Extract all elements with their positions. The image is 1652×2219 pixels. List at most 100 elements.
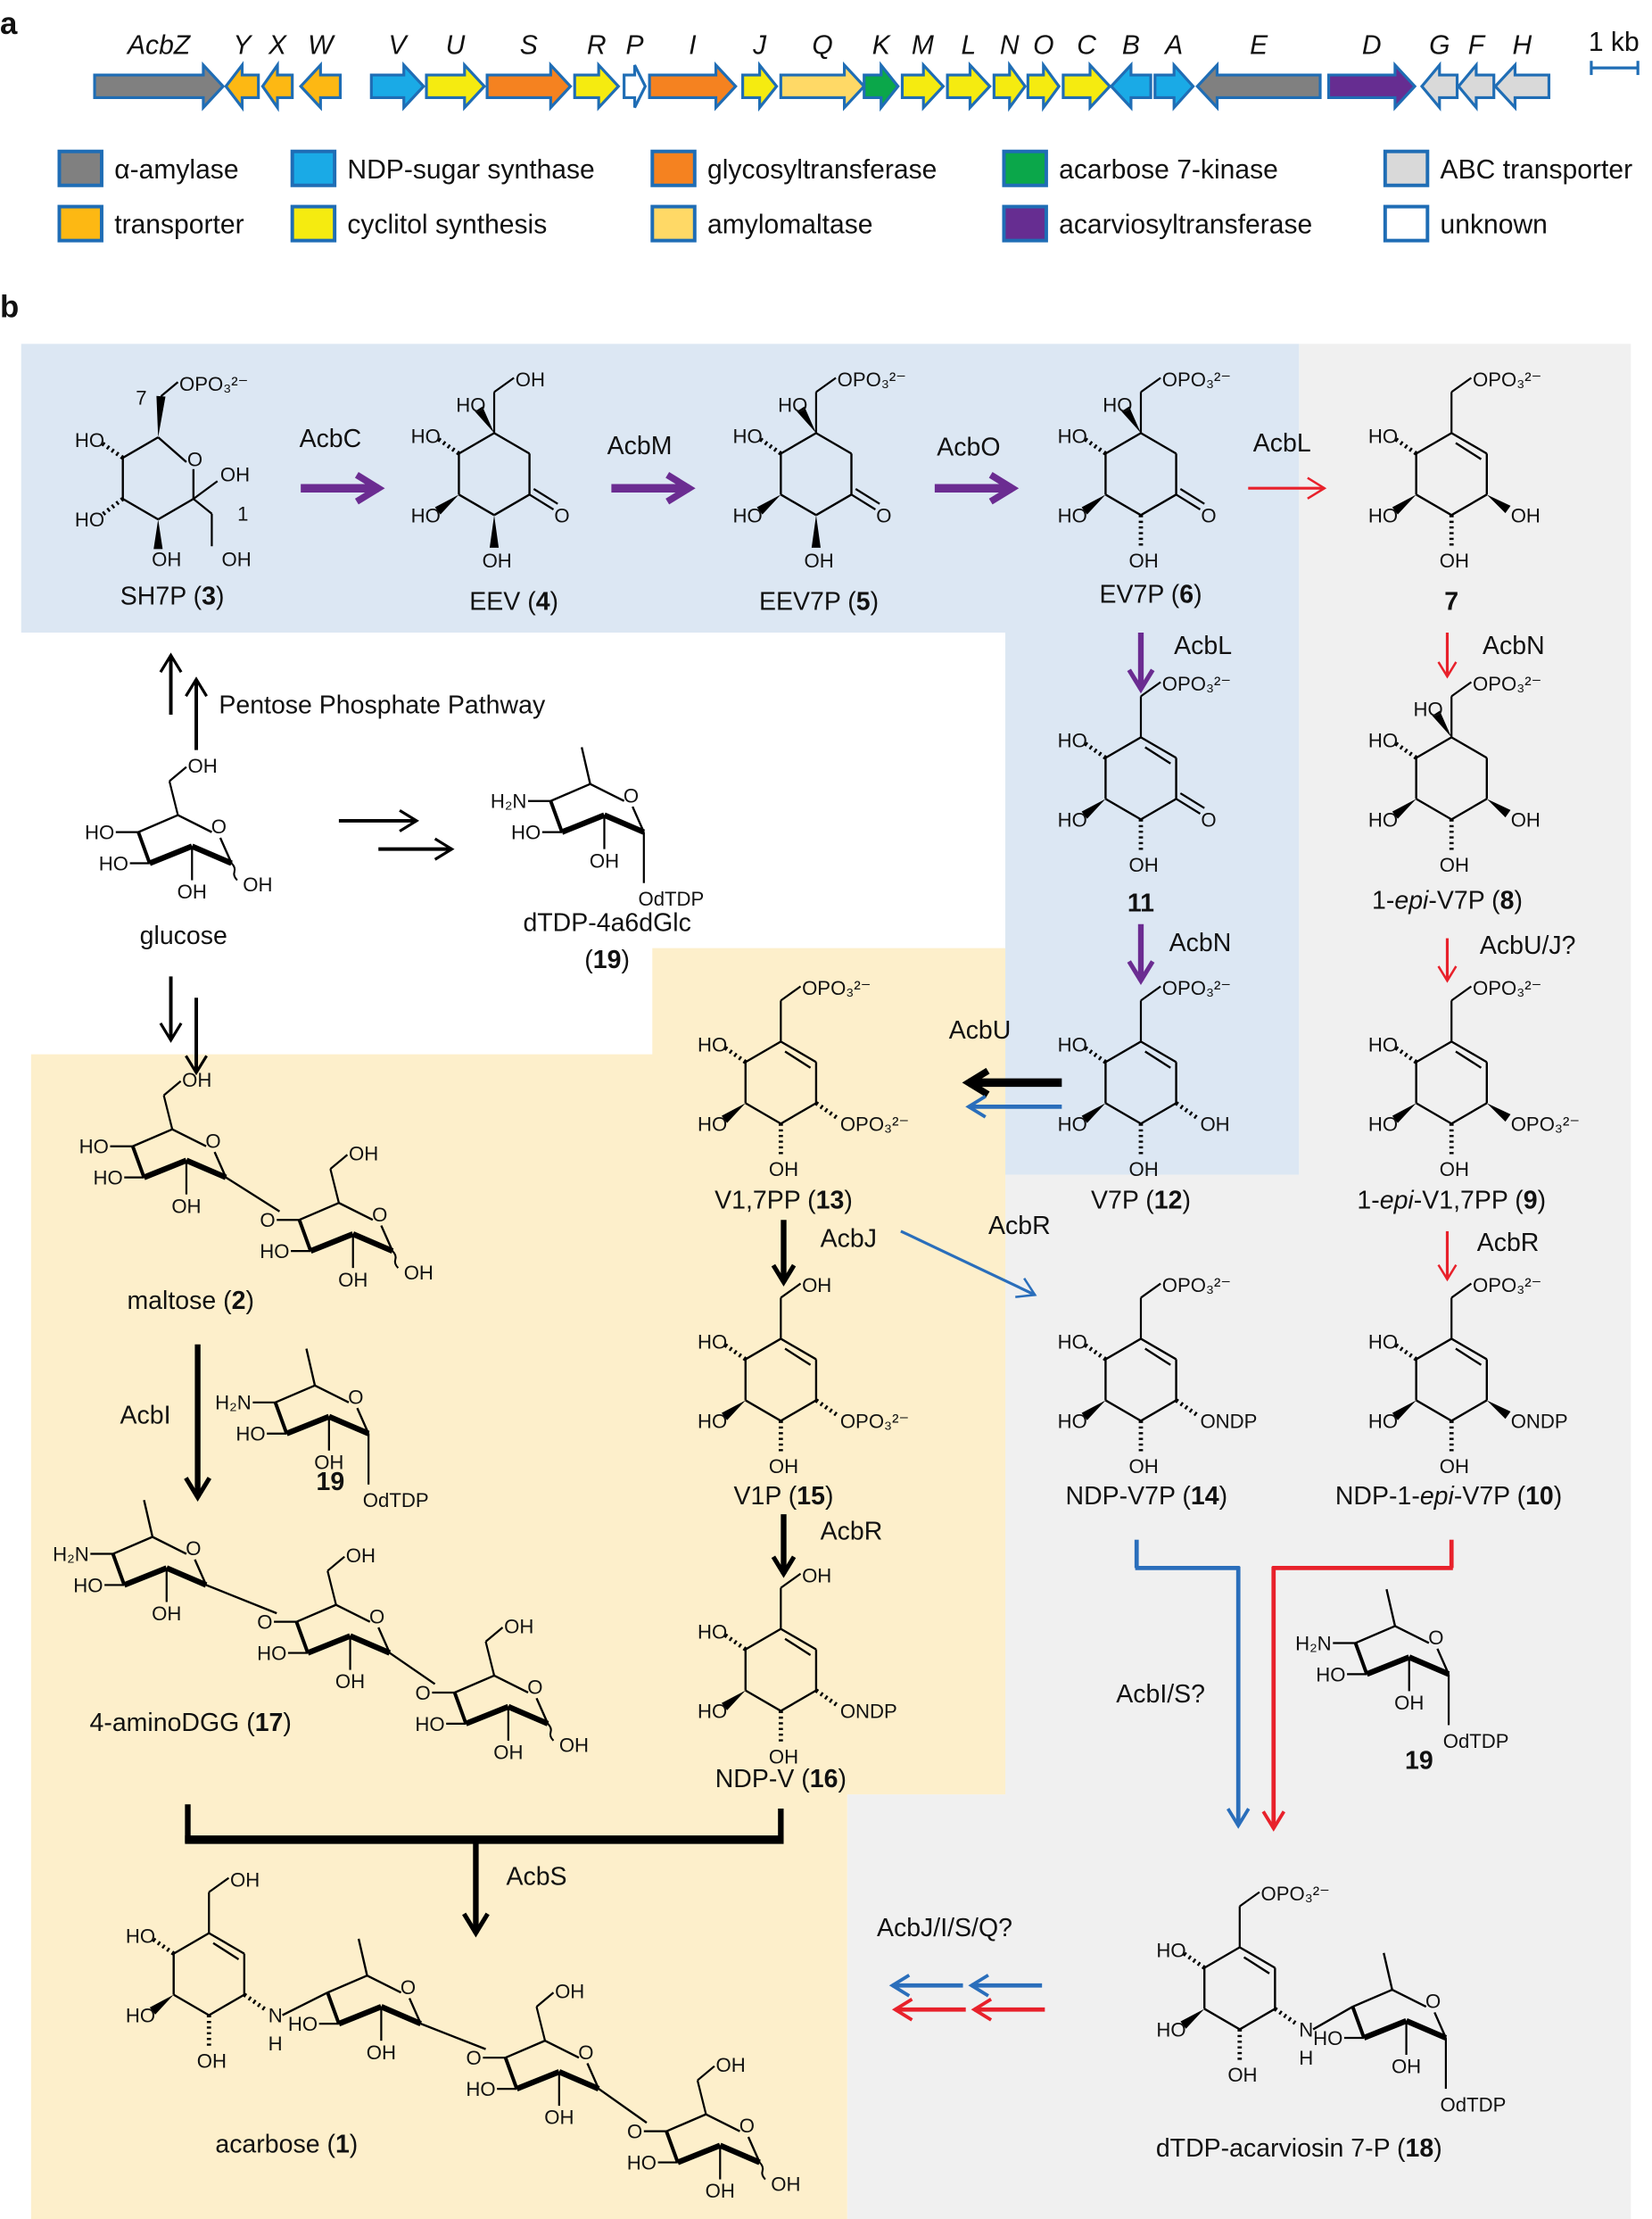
- substituent-c3: HO: [1316, 1663, 1345, 1685]
- label-part: ): [216, 582, 224, 610]
- ring-bond-bold: [1362, 2018, 1408, 2041]
- hashed-bond: [243, 1992, 267, 2012]
- wedge-bond: [1081, 494, 1106, 515]
- gene-arrow-acbz: [93, 61, 226, 112]
- substituent-ul: HO: [1058, 1033, 1087, 1056]
- legend-label-transporter: transporter: [114, 211, 244, 240]
- ring-bond: [136, 831, 152, 865]
- arrow-acbs: [462, 1839, 490, 1938]
- substituent-bottom: OH: [769, 1745, 798, 1768]
- compound-label-c7: 7: [1444, 588, 1458, 617]
- label-part: 19: [1405, 1747, 1433, 1776]
- substituent-top: OPO₃²⁻: [1261, 1883, 1330, 1905]
- label-part: dTDP-4a6dGlc: [523, 909, 690, 938]
- compound-label-19-right: 19: [1405, 1747, 1433, 1776]
- ring-bond-bold: [191, 843, 233, 866]
- bond: [535, 2006, 547, 2041]
- ring-bond-bold: [123, 1565, 168, 1588]
- wedge-bond: [156, 395, 166, 438]
- ring-bond: [549, 782, 591, 802]
- arrowhead: [771, 1555, 797, 1578]
- ring-bond: [1416, 1399, 1452, 1422]
- substituent-c1: OdTDP: [638, 888, 704, 910]
- wedge-bond: [434, 494, 459, 515]
- wedge-bond: [721, 1103, 746, 1123]
- substituent-ul: HO: [698, 1331, 727, 1354]
- label-part: 14: [1191, 1482, 1219, 1511]
- legend-label-ndp_sugar: NDP-sugar synthase: [347, 155, 594, 185]
- arrow-acbjisq-red-1: [971, 1998, 1045, 2022]
- ring-bond-bold: [285, 1413, 330, 1437]
- gene-label-d: D: [1362, 30, 1382, 60]
- hashed-bond: [1083, 1045, 1107, 1064]
- gene-label-c: C: [1077, 30, 1096, 60]
- ring-bond: [1104, 493, 1142, 517]
- substituent-c6: OH: [555, 1981, 584, 2003]
- arrow-shaft: [900, 1230, 1036, 1296]
- arrowhead: [1437, 965, 1458, 983]
- ring-bond: [503, 2057, 519, 2090]
- substituent-c4: O: [416, 1682, 431, 1704]
- substituent-ul: HO: [1368, 729, 1398, 751]
- compound-label-c16: NDP-V (16): [715, 1765, 847, 1793]
- bond: [696, 2080, 707, 2115]
- compound-label-c12: V7P (12): [1091, 1187, 1191, 1215]
- ring-bond: [590, 782, 625, 802]
- ring-bond-bold: [507, 1703, 549, 1726]
- gene-arrow-d: [1326, 61, 1417, 112]
- wedge-bond: [1081, 1400, 1106, 1420]
- arrowhead: [434, 837, 455, 861]
- ring-bond-bold: [603, 812, 646, 835]
- ring-oxygen: O: [401, 1976, 416, 1999]
- amine-h: H: [268, 2033, 283, 2055]
- substituent-c2: OH: [314, 1451, 343, 1473]
- ring-bond: [1140, 493, 1177, 517]
- substituent-ll: HO: [1368, 1113, 1398, 1135]
- bond: [1450, 681, 1473, 698]
- substituent-c6: OH: [504, 1615, 533, 1637]
- substituent-bottom: OH: [1440, 1158, 1469, 1180]
- ring-oxygen: O: [205, 1130, 220, 1152]
- label-part: NDP-1-: [1335, 1482, 1420, 1511]
- ring-bond: [1140, 736, 1177, 759]
- enzyme-label-acbis: AcbI/S?: [1116, 1680, 1205, 1709]
- gene-arrow-i: [648, 61, 738, 112]
- hashed-bond: [1083, 1342, 1107, 1362]
- ring-bond: [356, 1407, 370, 1435]
- arrow-pentose-1: [159, 652, 183, 715]
- substituent-c3: HO: [466, 2078, 495, 2100]
- wedge-bond: [1392, 1103, 1417, 1123]
- hashed-bond: [1175, 1398, 1199, 1418]
- gene-arrow-s: [485, 61, 573, 112]
- double-bond: [1243, 1956, 1270, 1975]
- ring-bond: [152, 1536, 187, 1555]
- ring-bond: [1351, 1988, 1393, 2008]
- label-part: EEV (: [469, 588, 536, 617]
- substituent-top: OH: [802, 1274, 831, 1296]
- gene-arrow-o: [1026, 61, 1061, 112]
- ring-bond: [1450, 1040, 1488, 1064]
- ring-bond: [780, 1399, 817, 1422]
- compound-label-glucose: glucose: [140, 922, 227, 950]
- ring-oxygen: O: [1425, 1991, 1441, 2013]
- gene-label-g: G: [1429, 30, 1450, 60]
- label-part: EEV7P (: [759, 588, 856, 617]
- ring-oxygen: O: [369, 1605, 384, 1627]
- bond: [160, 381, 179, 397]
- bond: [1140, 1282, 1161, 1299]
- gene-label-x: X: [268, 30, 288, 60]
- ring-bond: [213, 1151, 227, 1179]
- substituent-ul: HO: [1368, 425, 1398, 447]
- hashed-bond: [100, 441, 125, 460]
- substituent-ul: HO: [698, 1621, 727, 1644]
- wedge-bond: [1081, 799, 1106, 819]
- compound-label-c15: V1P (15): [734, 1482, 834, 1511]
- ring-bond-bold: [560, 812, 606, 835]
- substituent-ll: HO: [733, 504, 763, 526]
- gene-arrow-p: [623, 64, 648, 109]
- substituent-top: OPO₃²⁻: [1162, 368, 1231, 391]
- bond: [1450, 1282, 1473, 1299]
- ring-bond: [665, 2113, 706, 2132]
- label-part: EV7P (: [1100, 581, 1180, 609]
